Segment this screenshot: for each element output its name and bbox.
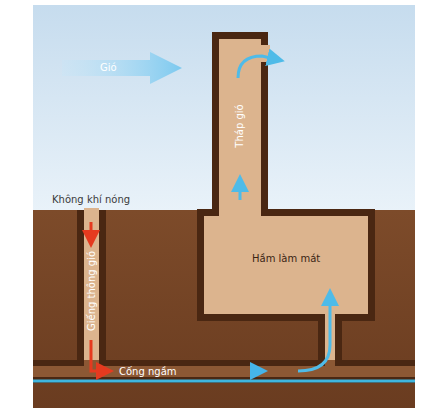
- cooling-chamber: Hầm làm mát: [197, 209, 375, 321]
- wind-tower: Tháp gió: [212, 32, 268, 220]
- hot-air-label: Không khí nóng: [52, 194, 130, 206]
- ventilation-shaft: Giếng thông gió: [77, 210, 106, 372]
- node-text: Tháp gió: [234, 104, 246, 147]
- node-text: Cống ngầm: [119, 366, 177, 378]
- node-text: Hầm làm mát: [252, 253, 320, 265]
- node-text: Giếng thông gió: [86, 251, 98, 331]
- underground-tunnel: Cống ngầm: [33, 360, 415, 383]
- wind-label: Gió: [100, 62, 117, 74]
